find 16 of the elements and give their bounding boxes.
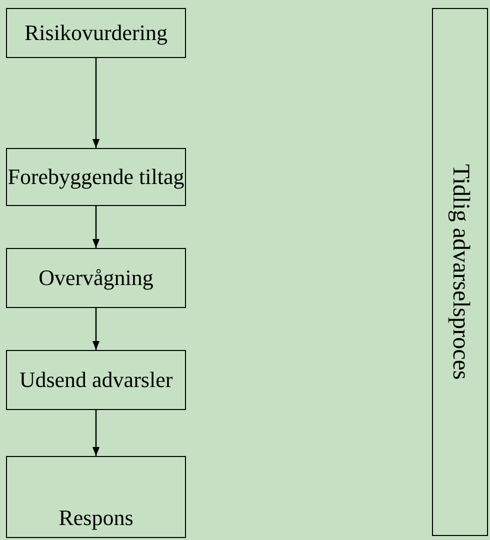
group-box	[432, 8, 488, 536]
box-label: Risikovurdering	[24, 20, 168, 46]
box-label: Overvågning	[38, 265, 154, 291]
box-label: Forebyggende tiltag	[8, 164, 184, 190]
box-label: Tidlig advarselsproces	[446, 164, 474, 380]
arrow	[92, 206, 100, 248]
arrow	[92, 308, 100, 350]
process-box	[6, 148, 186, 206]
process-box	[6, 8, 186, 58]
process-box	[6, 248, 186, 308]
process-box	[6, 350, 186, 410]
arrow	[92, 410, 100, 456]
box-label: Udsend advarsler	[19, 367, 173, 393]
arrow	[92, 58, 100, 148]
box-label: Respons	[58, 505, 134, 531]
process-box	[6, 456, 186, 538]
